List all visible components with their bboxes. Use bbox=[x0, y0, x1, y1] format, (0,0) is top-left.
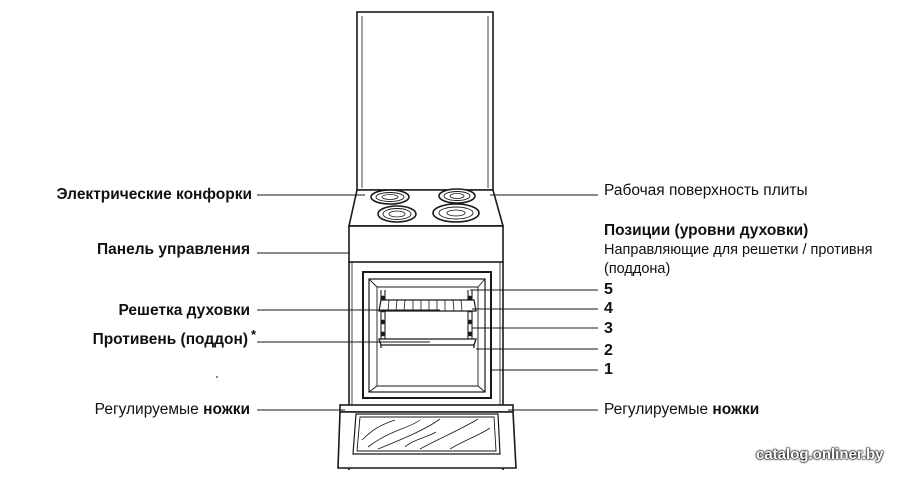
control-panel bbox=[348, 225, 504, 263]
label-oven-rack: Решетка духовки bbox=[118, 302, 250, 319]
label-positions-title: Позиции (уровни духовки) bbox=[604, 222, 809, 239]
feet-prefix-left: Регулируемые bbox=[94, 401, 204, 418]
feet-prefix-right: Регулируемые bbox=[604, 401, 713, 418]
feet-bold-right: ножки bbox=[712, 401, 760, 418]
position-3: 3 bbox=[604, 320, 613, 337]
watermark: catalog.onliner.by bbox=[756, 446, 884, 463]
label-guides-line1: Направляющие для решетки / противня bbox=[604, 242, 873, 258]
feet-bold-left: ножки bbox=[203, 401, 250, 418]
label-adjustable-feet-left: Регулируемые ножки bbox=[95, 401, 250, 419]
position-2: 2 bbox=[604, 342, 613, 359]
position-5: 5 bbox=[604, 281, 613, 298]
label-control-panel: Панель управления bbox=[96, 241, 250, 258]
position-4: 4 bbox=[604, 300, 613, 317]
leader-lines bbox=[257, 194, 598, 411]
oven-door bbox=[337, 404, 517, 469]
label-hob-surface: Рабочая поверхность плиты bbox=[604, 182, 808, 199]
label-guides-line2: (поддона) bbox=[604, 261, 671, 277]
lid bbox=[356, 11, 494, 191]
label-electric-burners: Электрические конфорки bbox=[56, 186, 252, 203]
label-tray: Противень (поддон) bbox=[92, 331, 248, 348]
position-1: 1 bbox=[604, 361, 613, 378]
oven-rack bbox=[378, 299, 477, 312]
label-adjustable-feet-right: Регулируемые ножки bbox=[604, 401, 759, 419]
burners bbox=[370, 188, 480, 223]
tray-asterisk: * bbox=[251, 327, 257, 342]
